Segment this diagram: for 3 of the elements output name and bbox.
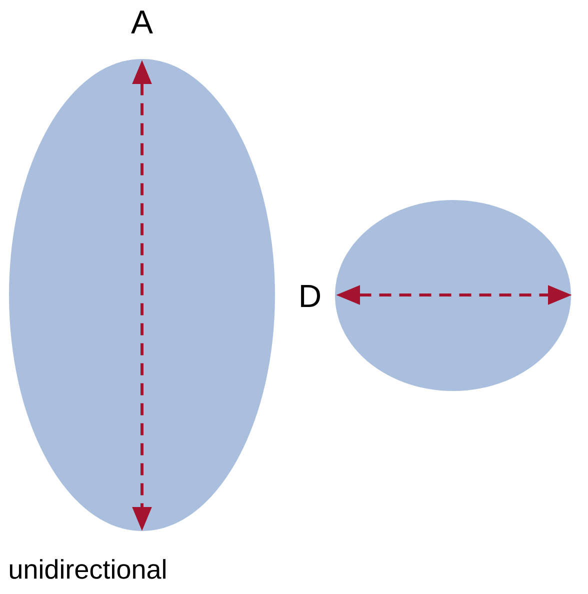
axis-label: D [301,285,320,307]
axis-label: A [131,10,153,34]
caption-text: unidirectional [10,559,166,579]
